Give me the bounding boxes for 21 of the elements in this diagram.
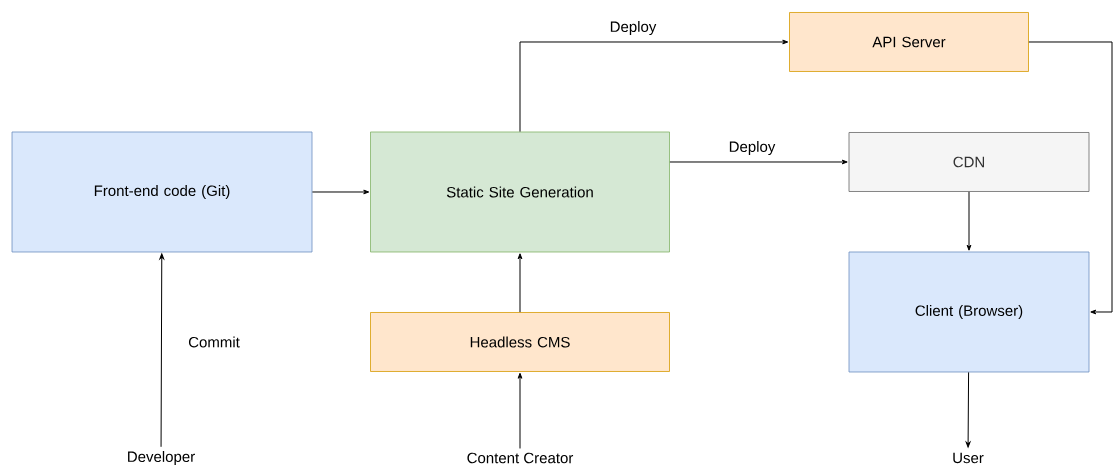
arrow — [1028, 41, 1113, 315]
arrow — [669, 159, 848, 165]
actor-label: User — [953, 452, 984, 464]
process-box: Headless CMS — [370, 312, 670, 372]
edge-label: Deploy — [727, 140, 777, 156]
process-box: CDN — [848, 132, 1090, 192]
actor-label: Developer — [128, 451, 195, 465]
arrow — [517, 253, 523, 313]
arrow — [519, 39, 789, 133]
arrow — [311, 189, 370, 195]
process-box: Front-end code (Git) — [11, 131, 313, 253]
actor-label: Content Creator — [467, 452, 574, 464]
arrow — [965, 371, 971, 448]
arrow — [159, 253, 165, 448]
edge-label: Deploy — [608, 20, 658, 36]
process-box: API Server — [789, 12, 1029, 72]
process-box: Static Site Generation — [370, 131, 670, 253]
arrow — [517, 372, 523, 449]
edge-label: Commit — [187, 335, 241, 349]
arrow — [966, 191, 972, 251]
process-box: Client (Browser) — [848, 251, 1090, 373]
